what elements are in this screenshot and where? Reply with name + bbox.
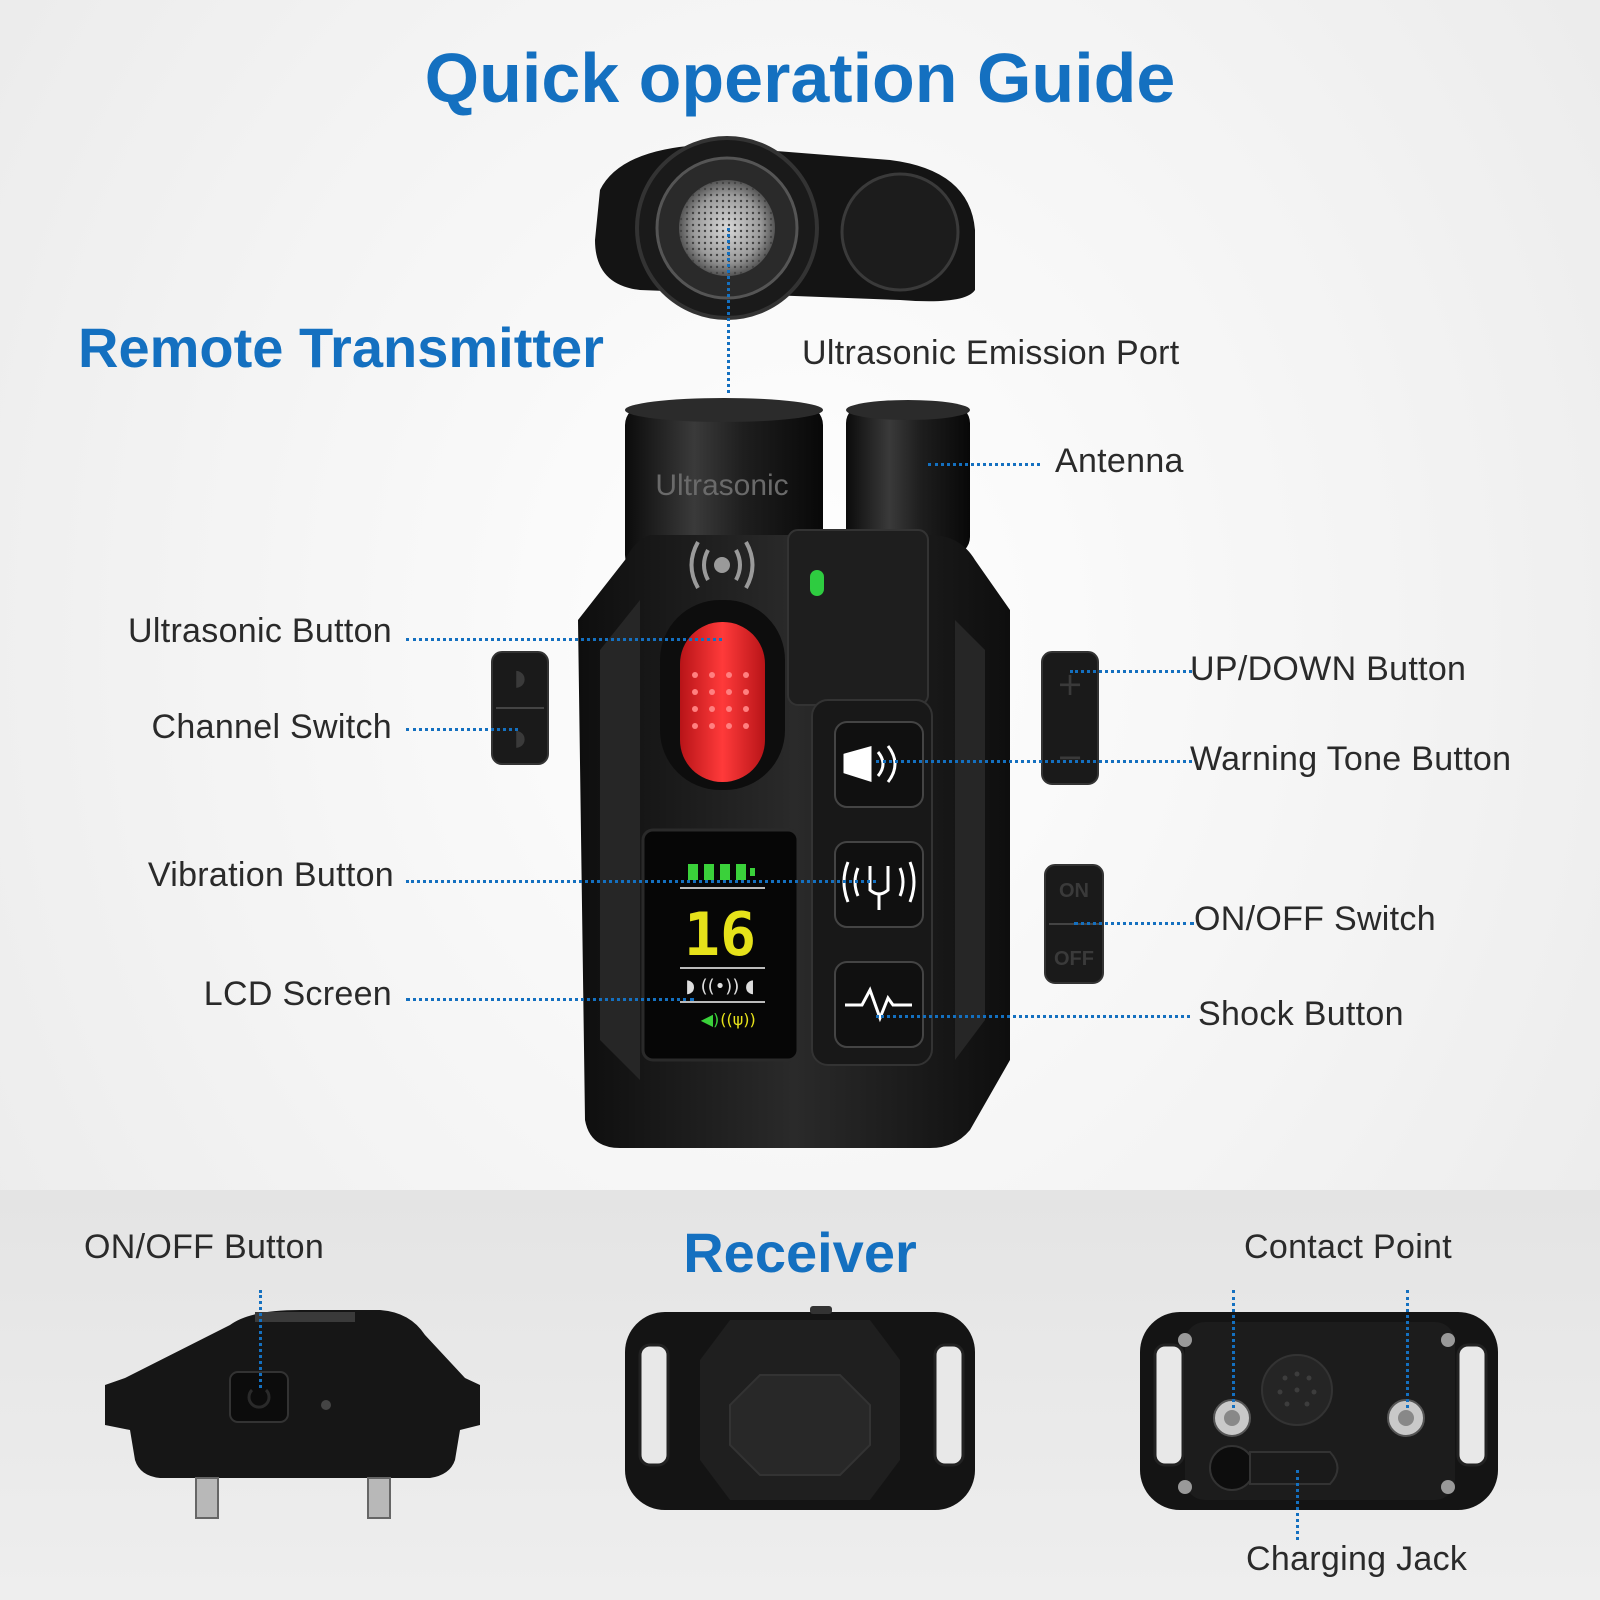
callout-line-emission-port [727,228,730,393]
shock-button[interactable] [834,961,924,1048]
label-warning-tone-button: Warning Tone Button [1190,740,1512,778]
on-off-switch[interactable]: ON OFF [1044,864,1104,984]
receiver-side-view [105,1310,480,1519]
label-antenna: Antenna [1055,442,1184,480]
svg-text:◗: ◗ [514,666,526,691]
callout-line-shock-button [876,1015,1190,1018]
lcd-screen: 16 ◗ ((•)) ◖ ◀) ((ψ)) [641,828,800,1062]
callout-line-up-down-button [1070,670,1192,673]
section-heading-receiver: Receiver [683,1221,917,1284]
receiver-back-view [1140,1312,1498,1510]
brand-text: Ultrasonic [655,469,788,502]
power-icon [247,1388,271,1409]
charging-jack [1209,1445,1339,1491]
antenna [846,405,970,555]
callout-line-contact-point-right [1406,1290,1409,1408]
antenna-cap-top [840,172,960,292]
callout-line-vibration-button [406,880,876,883]
transmitter-top-view [595,136,975,320]
label-channel-switch: Channel Switch [151,708,392,746]
callout-line-charging-jack [1296,1470,1299,1540]
callout-line-antenna [928,463,1040,466]
callout-line-channel-switch [406,728,518,731]
svg-text:◗ ((•)) ◖: ◗ ((•)) ◖ [685,976,754,997]
transmitter-cylinders: Ultrasonic [625,398,970,575]
channel-switch[interactable]: ◗ ◗ [491,651,549,765]
signal-waves-icon [689,541,755,589]
label-ultrasonic-emission-port: Ultrasonic Emission Port [802,334,1180,372]
svg-text:◀): ◀) [701,1010,720,1029]
label-vibration-button: Vibration Button [147,856,394,894]
contact-point-left [1213,1399,1251,1437]
section-heading-transmitter: Remote Transmitter [78,316,604,379]
lcd-battery-bars [688,864,755,880]
page-title: Quick operation Guide [424,39,1176,117]
switch-on-text: ON [1059,880,1089,902]
ultrasonic-button[interactable] [660,600,785,790]
label-ultrasonic-button: Ultrasonic Button [127,612,392,650]
megaphone-icon [843,745,897,783]
up-down-button[interactable]: + − [1041,651,1099,785]
contact-prongs [195,1477,391,1519]
label-on-off-button: ON/OFF Button [84,1228,325,1266]
label-contact-point: Contact Point [1244,1228,1453,1266]
callout-line-contact-point-left [1232,1290,1235,1408]
callout-line-power-button [259,1290,262,1388]
svg-text:−: − [1057,738,1084,776]
pulse-icon [845,986,912,1023]
lcd-level-digits: 16 [684,900,756,970]
label-lcd-screen: LCD Screen [203,975,392,1013]
label-charging-jack: Charging Jack [1246,1540,1468,1578]
receiver-front-view [625,1306,975,1510]
status-led [810,570,824,596]
label-on-off-switch: ON/OFF Switch [1194,900,1436,938]
label-up-down-button: UP/DOWN Button [1190,650,1467,688]
svg-text:((ψ)): ((ψ)) [720,1010,756,1029]
callout-line-warning-tone-button [876,760,1192,763]
vibration-icon [842,861,916,910]
label-shock-button: Shock Button [1198,995,1404,1033]
callout-line-on-off-switch [1074,922,1194,925]
callout-line-ultrasonic-button [406,638,722,641]
vibration-button[interactable] [834,841,924,928]
svg-text:◗: ◗ [514,726,526,751]
switch-off-text: OFF [1054,948,1094,970]
warning-tone-button[interactable] [834,721,924,808]
callout-line-lcd-screen [406,998,694,1001]
